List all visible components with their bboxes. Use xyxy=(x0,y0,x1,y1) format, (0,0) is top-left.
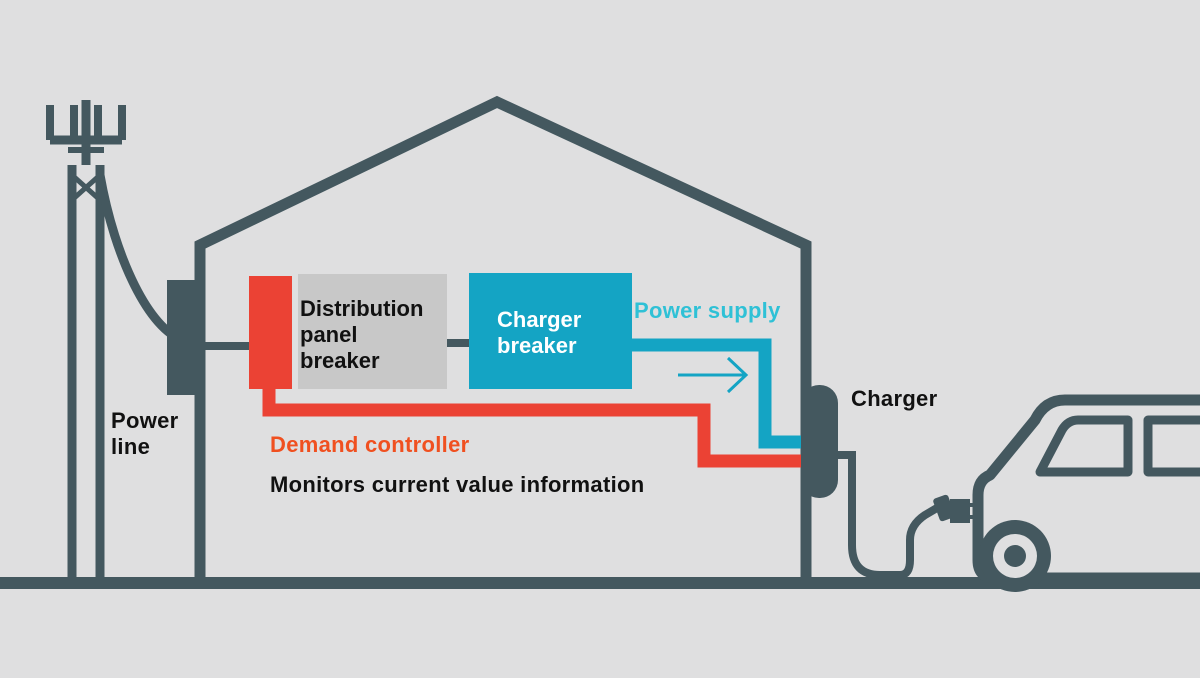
charger-unit xyxy=(801,385,838,498)
demand-signal-line xyxy=(262,389,806,468)
charging-cable xyxy=(838,451,945,579)
demand-controller-label: Demand controller xyxy=(270,432,470,457)
monitors-info-label: Monitors current value information xyxy=(270,472,645,497)
distribution-panel-box xyxy=(298,274,447,389)
power-supply-line xyxy=(632,338,806,449)
distribution-panel-label-line-2: panel xyxy=(300,322,358,347)
arrow-right-icon xyxy=(678,356,749,394)
power-line-label-line-1: Power xyxy=(111,408,179,433)
car-icon xyxy=(972,394,1200,592)
demand-controller-box xyxy=(249,276,292,389)
charger-breaker-box xyxy=(469,273,632,389)
distribution-panel-label: Distribution panel breaker xyxy=(300,296,423,374)
power-supply-label: Power supply xyxy=(634,298,781,323)
power-line-label: Power line xyxy=(111,408,179,460)
charger-label: Charger xyxy=(851,386,938,411)
distribution-panel-label-line-3: breaker xyxy=(300,348,380,373)
power-line-label-line-2: line xyxy=(111,434,151,459)
distribution-panel-label-line-1: Distribution xyxy=(300,296,424,321)
meter-box xyxy=(167,280,204,395)
charger-breaker-label-line-2: breaker xyxy=(497,333,577,358)
charger-breaker-label-line-1: Charger xyxy=(497,307,582,332)
charger-breaker-label: Charger breaker xyxy=(497,307,581,359)
utility-pole-icon xyxy=(46,100,126,583)
